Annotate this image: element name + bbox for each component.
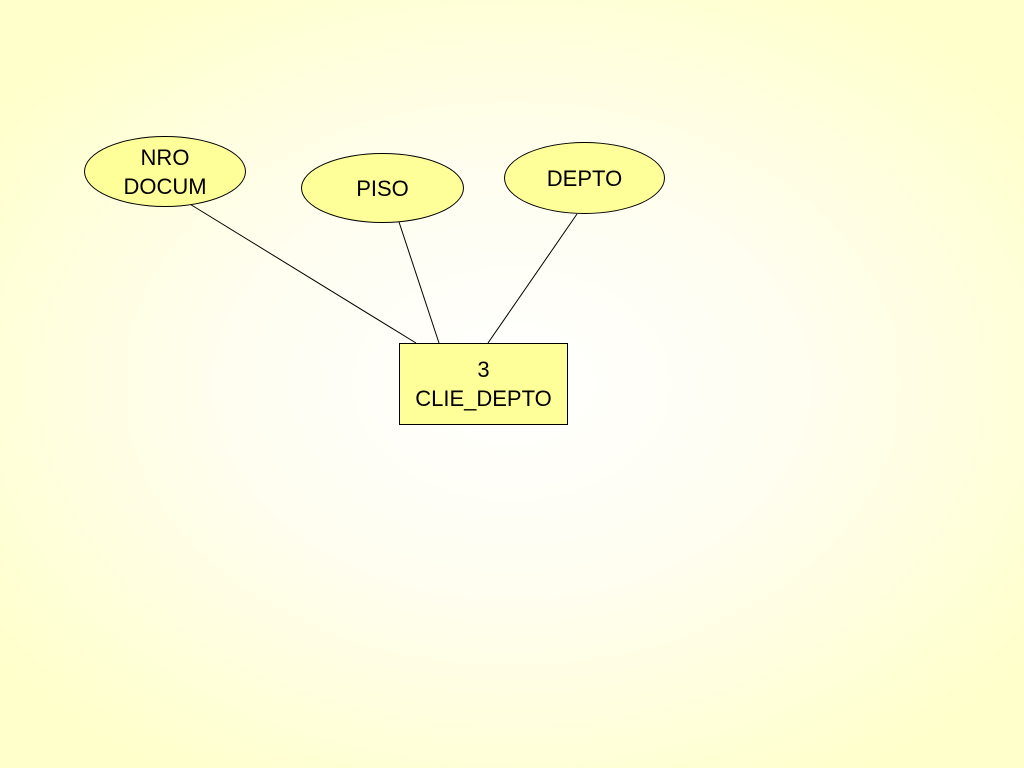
- entity-clie-depto[interactable]: 3 CLIE_DEPTO: [399, 343, 568, 425]
- connector-nro-docum-to-entity: [179, 197, 417, 344]
- attribute-depto-label: DEPTO: [546, 165, 623, 191]
- attribute-nro-docum[interactable]: NRO DOCUM: [84, 136, 246, 207]
- attribute-nro-docum-label: NRO DOCUM: [123, 144, 207, 199]
- connector-depto-to-entity: [487, 213, 578, 344]
- attribute-depto[interactable]: DEPTO: [504, 142, 665, 214]
- connector-piso-to-entity: [398, 221, 440, 344]
- attribute-piso-label: PISO: [356, 175, 409, 201]
- attribute-piso[interactable]: PISO: [301, 153, 464, 223]
- entity-clie-depto-label: 3 CLIE_DEPTO: [415, 357, 552, 411]
